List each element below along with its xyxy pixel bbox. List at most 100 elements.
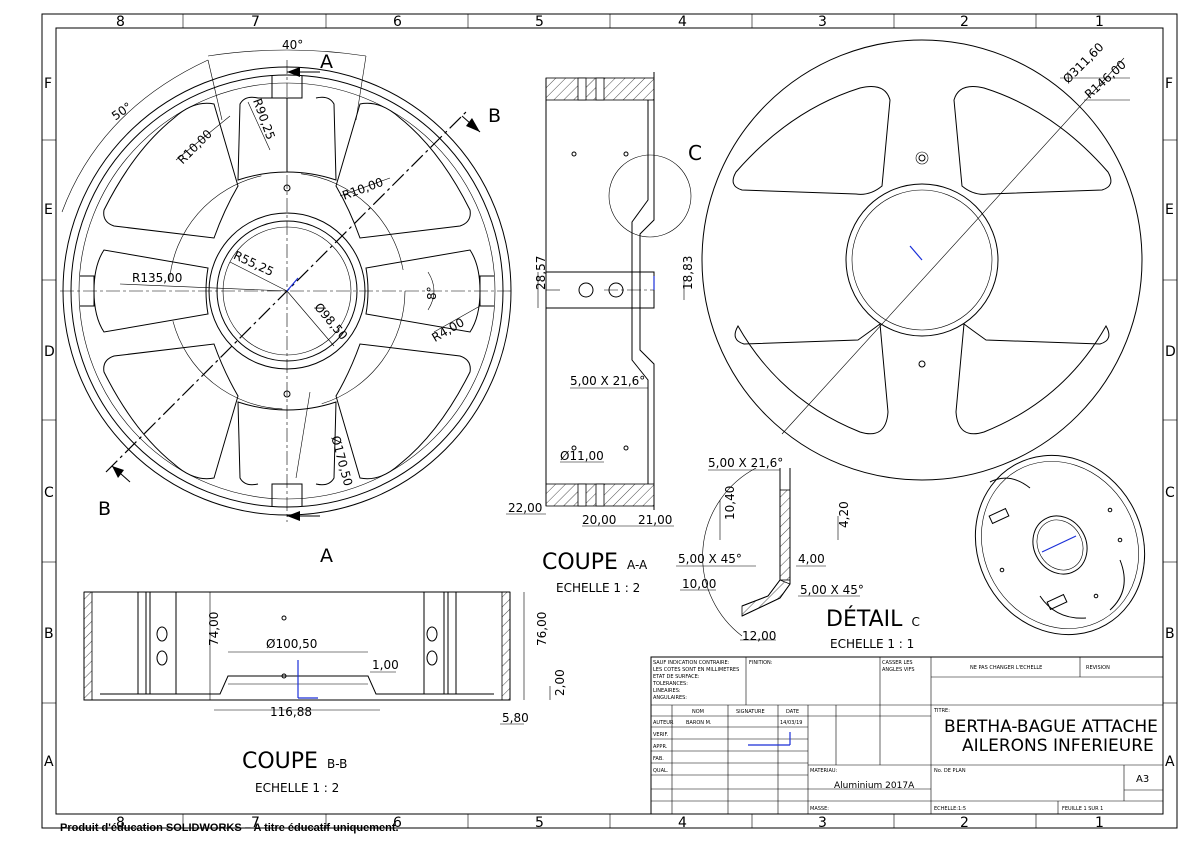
section-aa-scale: ECHELLE 1 : 2 — [556, 581, 640, 595]
detail-c-scale: ECHELLE 1 : 1 — [830, 637, 914, 651]
section-bb-view: Ø100,50 74,00 1,00 76,00 116,88 2,00 5,8… — [83, 591, 567, 795]
section-aa-title: COUPE A-A — [542, 550, 648, 575]
section-bb-title-main: COUPE — [242, 749, 318, 774]
drawing-title-line2: AILERONS INFERIEURE — [962, 736, 1154, 756]
zone-col-1-bottom: 1 — [1095, 815, 1104, 831]
material-value: Aluminium 2017A — [834, 781, 915, 791]
tolerance-note-2: LES COTES SONT EN MILLIMETRES — [653, 667, 739, 673]
author-date: 14/03/19 — [780, 720, 802, 726]
dim-r90: R90,25 — [250, 97, 278, 142]
zone-col-5-bottom: 5 — [535, 815, 544, 831]
row-qual: QUAL. — [653, 768, 669, 774]
zone-col-8-top: 8 — [116, 14, 125, 30]
plan-label: No. DE PLAN — [934, 768, 966, 774]
dim-dia100: Ø100,50 — [266, 637, 317, 651]
author-name: BARON M. — [686, 720, 712, 726]
section-aa-view: 28,57 18,83 5,00 X 21,6° Ø11,00 22,00 20… — [506, 72, 702, 595]
dim-bb-1: 1,00 — [372, 658, 399, 672]
watermark-note: Produit d'éducation SOLIDWORKS – A titre… — [60, 822, 399, 834]
zone-row-e-right: E — [1165, 202, 1174, 218]
dim-21: 21,00 — [638, 513, 672, 527]
zone-row-e-left: E — [44, 202, 53, 218]
zone-row-d-left: D — [44, 344, 55, 360]
finition-label: FINITION: — [749, 660, 773, 666]
section-bb-title: COUPE B-B — [242, 749, 347, 774]
format-value: A3 — [1136, 774, 1149, 785]
detail-c-title-main: DÉTAIL — [826, 606, 903, 632]
row-fab: FAB. — [653, 756, 664, 762]
drawing-title-line1: BERTHA-BAGUE ATTACHE — [944, 717, 1158, 737]
row-auteur: AUTEUR — [653, 720, 674, 726]
dim-2857: 28,57 — [534, 256, 548, 290]
main-front-view: 40° 50° R10,00 R90,25 R10,00 R55,25 R135… — [60, 38, 514, 567]
mass-label: MASSE: — [810, 806, 829, 812]
zone-col-3-bottom: 3 — [818, 815, 827, 831]
dim-chamfer-aa: 5,00 X 21,6° — [570, 374, 645, 388]
detail-marker-c: C — [688, 141, 702, 165]
casser-label-2: ANGLES VIFS — [882, 667, 915, 673]
dim-angle-40: 40° — [282, 38, 303, 52]
dim-dia170: Ø170,50 — [328, 434, 355, 487]
dim-20: 20,00 — [582, 513, 616, 527]
zone-col-2-top: 2 — [960, 14, 969, 30]
dim-detail-chamfer-top: 5,00 X 21,6° — [708, 456, 783, 470]
dim-detail-chamfer-left: 5,00 X 45° — [678, 552, 742, 566]
tolerance-note-6: ANGULAIRES: — [653, 695, 687, 701]
tolerance-note-3: ETAT DE SURFACE: — [653, 674, 700, 680]
title-label: TITRE: — [933, 708, 950, 714]
dim-detail-12: 12,00 — [742, 629, 776, 643]
col-date: DATE — [786, 709, 799, 715]
zone-col-3-top: 3 — [818, 14, 827, 30]
section-bb-title-suffix: B-B — [327, 757, 347, 771]
dim-dia11: Ø11,00 — [560, 449, 604, 463]
dim-1883: 18,83 — [681, 256, 695, 290]
zone-col-5-top: 5 — [535, 14, 544, 30]
zone-col-2-bottom: 2 — [960, 815, 969, 831]
section-aa-title-main: COUPE — [542, 550, 618, 575]
dim-detail-4: 4,00 — [798, 552, 825, 566]
zone-col-6-top: 6 — [393, 14, 402, 30]
zone-col-4-bottom: 4 — [678, 815, 687, 831]
zone-row-f-left: F — [44, 76, 52, 92]
zone-row-c-right: C — [1165, 485, 1175, 501]
zone-col-7-top: 7 — [251, 14, 260, 30]
dim-detail-1040: 10,40 — [723, 486, 737, 520]
zone-col-6-bottom: 6 — [393, 815, 402, 831]
dim-detail-10: 10,00 — [682, 577, 716, 591]
zone-col-1-top: 1 — [1095, 14, 1104, 30]
dim-r10-left: R10,00 — [175, 127, 215, 167]
dim-dia98: Ø98,50 — [311, 300, 350, 343]
dim-detail-420: 4,20 — [837, 501, 851, 528]
revision-label: REVISION — [1086, 665, 1110, 671]
tolerance-note-1: SAUF INDICATION CONTRAIRE: — [653, 660, 730, 666]
dim-angle-50: 50° — [109, 100, 134, 124]
dim-22: 22,00 — [508, 501, 542, 515]
detail-c-view: 5,00 X 21,6° 10,40 4,20 5,00 X 45° 4,00 … — [676, 456, 920, 651]
tolerance-note-5: LINEAIRES: — [653, 688, 681, 694]
row-appr: APPR. — [653, 744, 668, 750]
dim-74: 74,00 — [207, 612, 221, 646]
cut-label-a-bottom: A — [320, 545, 333, 567]
zone-col-8-bottom: 8 — [116, 815, 125, 831]
scale-label: ECHELLE:1:5 — [934, 806, 966, 812]
sheet-label: FEUILLE 1 SUR 1 — [1062, 806, 1103, 812]
detail-c-title: DÉTAIL C — [826, 606, 920, 632]
no-scale-label: NE PAS CHANGER L'ECHELLE — [970, 665, 1042, 671]
col-signature: SIGNATURE — [736, 709, 765, 715]
row-verif: VERIF. — [653, 732, 669, 738]
cut-label-b-bottom: B — [98, 498, 111, 520]
cut-label-b-top: B — [488, 105, 501, 127]
dim-11688: 116,88 — [270, 705, 312, 719]
section-aa-title-suffix: A-A — [627, 558, 648, 572]
right-view: Ø311,60 R146,00 — [701, 39, 1143, 481]
title-block: SAUF INDICATION CONTRAIRE: LES COTES SON… — [650, 656, 1164, 815]
zone-row-a-right: A — [1165, 754, 1175, 770]
cut-label-a-top: A — [320, 51, 333, 73]
zone-col-4-top: 4 — [678, 14, 687, 30]
zone-row-b-right: B — [1165, 626, 1175, 642]
sheet-frame: 8 7 6 5 4 3 2 1 8 7 6 5 4 3 2 1 F E D C … — [41, 13, 1178, 831]
dim-580: 5,80 — [502, 711, 529, 725]
zone-col-7-bottom: 7 — [251, 815, 260, 831]
casser-label-1: CASSER LES — [882, 660, 913, 666]
